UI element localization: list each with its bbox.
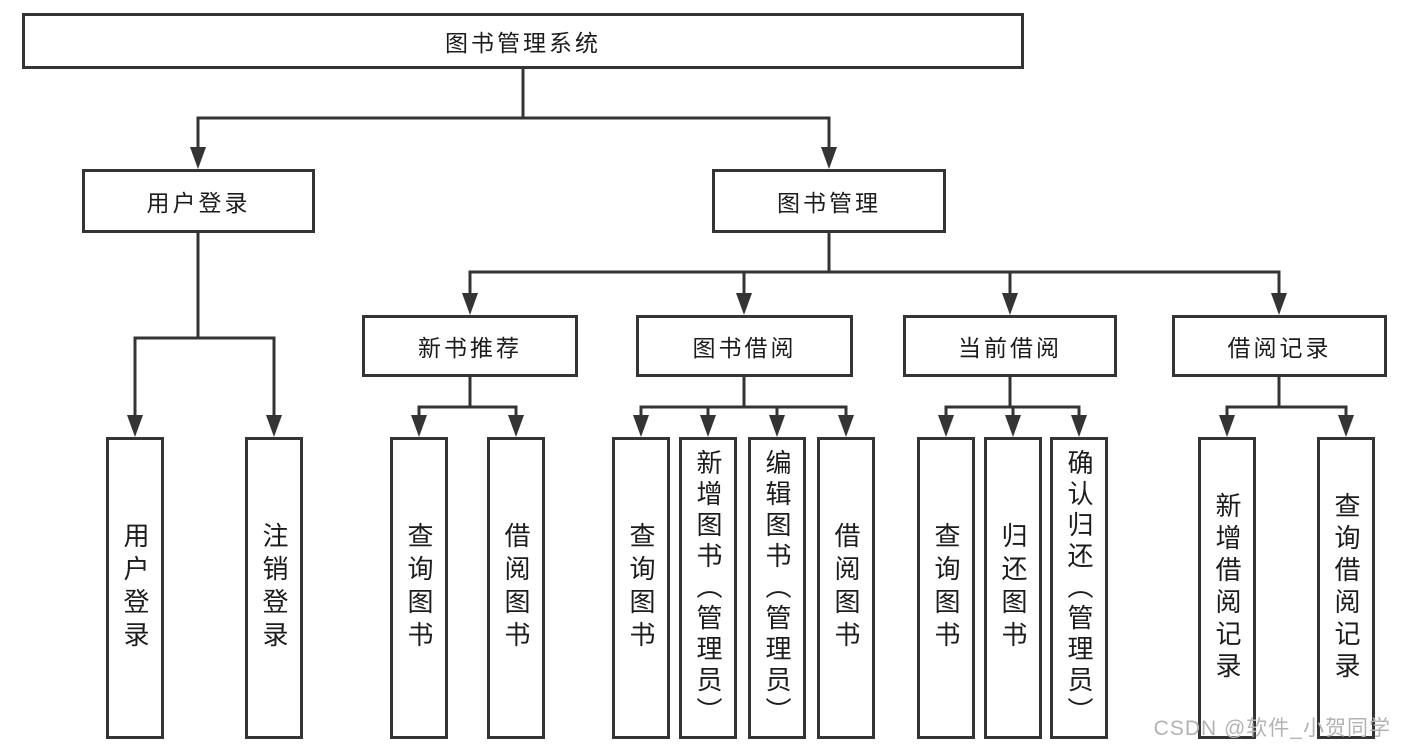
leaf-query-borrow-record-label: 查询借阅记录 <box>1331 492 1361 684</box>
leaf-add-borrow-record-label: 新增借阅记录 <box>1212 492 1242 684</box>
leaf-query-book-3-label: 查询图书 <box>931 522 961 654</box>
node-current-borrow-label: 当前借阅 <box>958 335 1062 361</box>
node-book-borrow-label: 图书借阅 <box>692 335 797 361</box>
leaf-return-book-label: 归还图书 <box>998 522 1028 654</box>
leaf-confirm-return-label: 确认归还（管理员） <box>1064 448 1094 728</box>
node-book-management: 图书管理 <box>712 169 946 233</box>
node-current-borrow: 当前借阅 <box>903 315 1117 377</box>
node-root-label: 图书管理系统 <box>445 30 601 56</box>
leaf-confirm-return: 确认归还（管理员） <box>1050 437 1108 739</box>
leaf-borrow-book-1-label: 借阅图书 <box>501 522 531 654</box>
leaf-return-book: 归还图书 <box>984 437 1042 739</box>
leaf-query-book-1-label: 查询图书 <box>404 522 434 654</box>
leaf-query-book-3: 查询图书 <box>917 437 975 739</box>
leaf-user-login: 用户登录 <box>106 437 164 739</box>
leaf-add-book-label: 新增图书（管理员） <box>693 448 723 728</box>
leaf-borrow-book-2-label: 借阅图书 <box>831 522 861 654</box>
leaf-add-borrow-record: 新增借阅记录 <box>1198 437 1256 739</box>
node-new-book-recommend-label: 新书推荐 <box>418 335 522 361</box>
leaf-user-login-label: 用户登录 <box>120 522 150 654</box>
node-borrow-records: 借阅记录 <box>1172 315 1387 377</box>
leaf-edit-book-label: 编辑图书（管理员） <box>762 448 792 728</box>
leaf-add-book: 新增图书（管理员） <box>679 437 737 739</box>
leaf-borrow-book-1: 借阅图书 <box>487 437 545 739</box>
leaf-query-borrow-record: 查询借阅记录 <box>1317 437 1375 739</box>
node-user-login: 用户登录 <box>82 169 315 233</box>
node-borrow-records-label: 借阅记录 <box>1227 335 1332 361</box>
leaf-query-book-1: 查询图书 <box>390 437 448 739</box>
node-new-book-recommend: 新书推荐 <box>362 315 578 377</box>
leaf-logout: 注销登录 <box>245 437 303 739</box>
csdn-watermark: CSDN @软件_小贺同学 <box>1153 717 1391 740</box>
leaf-query-book-2: 查询图书 <box>612 437 670 739</box>
node-book-management-label: 图书管理 <box>777 190 881 216</box>
leaf-logout-label: 注销登录 <box>259 522 289 654</box>
node-user-login-label: 用户登录 <box>146 190 251 216</box>
leaf-edit-book: 编辑图书（管理员） <box>748 437 806 739</box>
leaf-query-book-2-label: 查询图书 <box>626 522 656 654</box>
node-book-borrow: 图书借阅 <box>636 315 853 377</box>
leaf-borrow-book-2: 借阅图书 <box>817 437 875 739</box>
node-root: 图书管理系统 <box>22 13 1024 69</box>
